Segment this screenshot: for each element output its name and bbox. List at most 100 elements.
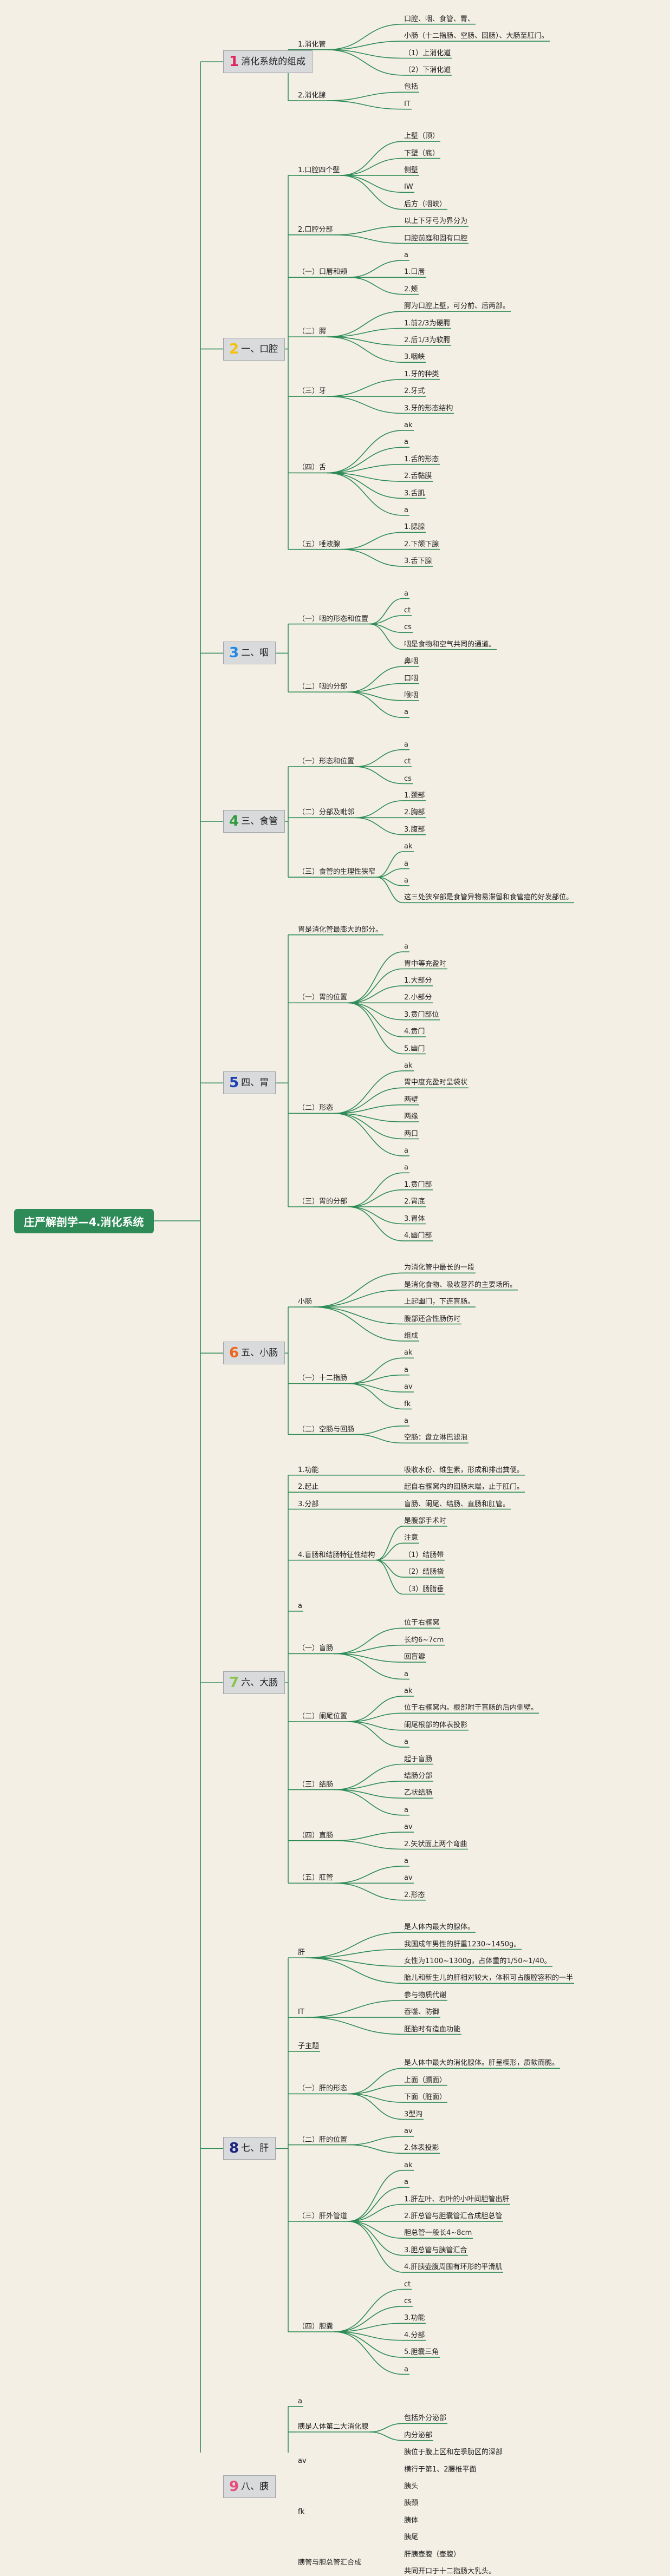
leaf-node[interactable]: 乙状结肠: [404, 1789, 433, 1797]
leaf-node[interactable]: 位于右髂窝内。根部附于盲肠的后内侧壁。: [404, 1704, 538, 1712]
leaf-node[interactable]: 胰体: [404, 2516, 419, 2525]
branch-node[interactable]: （二）肝的位置: [298, 2135, 348, 2144]
leaf-node[interactable]: 胚胎时有造血功能: [404, 2025, 461, 2034]
leaf-node[interactable]: 1.前2/3为硬腭: [404, 319, 451, 328]
leaf-node[interactable]: 是腹部手术时: [404, 1516, 447, 1525]
branch-node[interactable]: （四）胆囊: [298, 2323, 334, 2331]
leaf-node[interactable]: （1）上消化道: [404, 49, 451, 57]
leaf-node[interactable]: ak: [404, 421, 413, 429]
leaf-node[interactable]: 1.口唇: [404, 268, 425, 277]
leaf-node[interactable]: 3.舌下腺: [404, 557, 432, 566]
leaf-node[interactable]: 参与物质代谢: [404, 1991, 447, 1999]
leaf-node[interactable]: av: [404, 1823, 413, 1832]
branch-node[interactable]: fk: [298, 2508, 305, 2516]
leaf-node[interactable]: ak: [404, 1349, 413, 1357]
branch-node[interactable]: av: [298, 2456, 307, 2465]
leaf-node[interactable]: 是人体内最大的腺体。: [404, 1923, 475, 1932]
leaf-node[interactable]: a: [404, 251, 408, 259]
leaf-node[interactable]: a: [404, 708, 408, 717]
leaf-node[interactable]: 回盲瓣: [404, 1653, 426, 1662]
leaf-node[interactable]: ak: [404, 2161, 413, 2169]
leaf-node[interactable]: 两壁: [404, 1095, 419, 1104]
leaf-node[interactable]: a: [404, 1856, 408, 1865]
leaf-node[interactable]: 5.幽门: [404, 1044, 425, 1053]
branch-node[interactable]: 胃是消化管最膨大的部分。: [298, 925, 383, 934]
leaf-node[interactable]: a: [404, 1146, 408, 1155]
leaf-node[interactable]: 1.大部分: [404, 976, 432, 985]
branch-node[interactable]: （三）胃的分部: [298, 1198, 348, 1206]
leaf-node[interactable]: av: [404, 2127, 413, 2135]
leaf-node[interactable]: 空肠：盘立淋巴滤泡: [404, 1434, 468, 1442]
leaf-node[interactable]: a: [404, 1416, 408, 1425]
leaf-node[interactable]: ak: [404, 842, 413, 851]
branch-node[interactable]: 1.消化管: [298, 40, 326, 49]
leaf-node[interactable]: a: [404, 859, 408, 868]
leaf-node[interactable]: a: [404, 589, 408, 598]
leaf-node[interactable]: 4.分部: [404, 2331, 425, 2339]
leaf-node[interactable]: 组成: [404, 1331, 419, 1340]
leaf-node[interactable]: 3.腹部: [404, 825, 425, 834]
leaf-node[interactable]: 4.贲门: [404, 1028, 425, 1036]
branch-node[interactable]: （二）空肠与回肠: [298, 1425, 355, 1434]
leaf-node[interactable]: 是人体中最大的消化腺体。肝呈楔形，质软而脆。: [404, 2059, 560, 2068]
branch-node[interactable]: （四）舌: [298, 463, 327, 472]
branch-node[interactable]: （一）口唇和颊: [298, 268, 348, 277]
leaf-node[interactable]: 口咽: [404, 674, 419, 683]
leaf-node[interactable]: a: [404, 1806, 408, 1814]
leaf-node[interactable]: （3）肠脂垂: [404, 1585, 444, 1593]
leaf-node[interactable]: 内分泌部: [404, 2431, 433, 2440]
leaf-node[interactable]: 1.腮腺: [404, 523, 425, 532]
leaf-node[interactable]: a: [404, 740, 408, 749]
leaf-node[interactable]: 下壁（底）: [404, 149, 440, 158]
leaf-node[interactable]: cs: [404, 774, 412, 783]
branch-node[interactable]: 1.功能: [298, 1466, 319, 1474]
leaf-node[interactable]: 5.胆囊三角: [404, 2348, 439, 2357]
leaf-node[interactable]: ak: [404, 1686, 413, 1695]
leaf-node[interactable]: 1.颈部: [404, 791, 425, 800]
leaf-node[interactable]: 喉咽: [404, 691, 419, 699]
branch-node[interactable]: 小肠: [298, 1298, 313, 1306]
leaf-node[interactable]: a: [404, 876, 408, 885]
branch-node[interactable]: 2.口腔分部: [298, 225, 333, 234]
leaf-node[interactable]: 3.牙的形态结构: [404, 404, 453, 413]
leaf-node[interactable]: a: [404, 438, 408, 447]
branch-node[interactable]: （三）肝外管道: [298, 2212, 348, 2220]
leaf-node[interactable]: a: [404, 2365, 408, 2374]
branch-node[interactable]: （二）阑尾位置: [298, 1712, 348, 1721]
leaf-node[interactable]: 这三处狭窄部是食管异物易滞留和食管癌的好发部位。: [404, 893, 574, 902]
leaf-node[interactable]: （2）下消化道: [404, 66, 451, 74]
leaf-node[interactable]: 我国成年男性的肝重1230~1450g。: [404, 1940, 521, 1949]
leaf-node[interactable]: 注意: [404, 1534, 419, 1542]
leaf-node[interactable]: 吸收水份、维生素，形成和排出粪便。: [404, 1466, 524, 1474]
leaf-node[interactable]: a: [404, 1365, 408, 1374]
branch-node[interactable]: （五）肛管: [298, 1874, 334, 1882]
leaf-node[interactable]: 下面（脏面）: [404, 2093, 447, 2102]
leaf-node[interactable]: 腭为口腔上壁，可分前、后两部。: [404, 302, 510, 311]
branch-node[interactable]: 4.盲肠和结肠特征性结构: [298, 1551, 375, 1559]
leaf-node[interactable]: 吞噬、防御: [404, 2008, 440, 2017]
branch-node[interactable]: 胰是人体第二大消化腺: [298, 2423, 369, 2431]
leaf-node[interactable]: （2）结肠袋: [404, 1568, 444, 1577]
branch-node[interactable]: 1.口腔四个壁: [298, 166, 340, 174]
leaf-node[interactable]: 长约6~7cm: [404, 1636, 444, 1644]
leaf-node[interactable]: 为消化管中最长的一段: [404, 1264, 475, 1272]
leaf-node[interactable]: 2.舌黏膜: [404, 472, 432, 481]
branch-node[interactable]: （二）形态: [298, 1104, 334, 1113]
branch-node[interactable]: IT: [298, 2008, 304, 2017]
leaf-node[interactable]: a: [404, 943, 408, 951]
leaf-node[interactable]: 胎儿和新生儿的肝相对较大，体积可占腹腔容积的一半: [404, 1974, 574, 1983]
branch-node[interactable]: （二）腭: [298, 328, 327, 336]
leaf-node[interactable]: 3.舌肌: [404, 489, 425, 498]
leaf-node[interactable]: 3.贲门部位: [404, 1010, 439, 1019]
leaf-node[interactable]: 1.贲门部: [404, 1180, 432, 1189]
leaf-node[interactable]: 小肠（十二指肠、空肠、回肠）、大肠至肛门。: [404, 32, 549, 41]
leaf-node[interactable]: 阑尾根部的体表投影: [404, 1721, 468, 1729]
leaf-node[interactable]: 口腔前庭和固有口腔: [404, 234, 468, 243]
leaf-node[interactable]: 胆总管一般长4~8cm: [404, 2229, 472, 2238]
leaf-node[interactable]: 咽是食物和空气共同的通道。: [404, 640, 496, 649]
